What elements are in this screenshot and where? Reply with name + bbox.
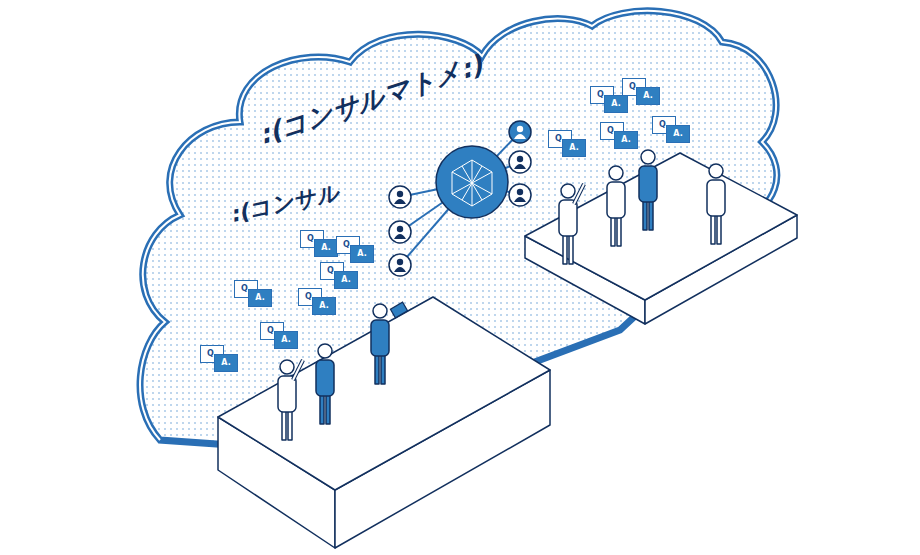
user-icon-head <box>397 191 403 197</box>
user-icon-body <box>514 134 526 139</box>
answer-card: A. <box>214 354 238 372</box>
answer-card: A. <box>334 271 358 289</box>
user-icon-body <box>394 234 406 239</box>
user-icon-body <box>394 199 406 204</box>
user-icon-body <box>514 197 526 202</box>
user-icon-head <box>517 126 523 132</box>
user-icons <box>389 121 531 276</box>
user-icon-head <box>397 226 403 232</box>
card-text: A. <box>281 336 290 344</box>
answer-card: A. <box>636 87 660 105</box>
user-icon <box>509 151 531 173</box>
card-text: A. <box>611 100 620 108</box>
card-text: A. <box>255 294 264 302</box>
answer-card: A. <box>248 289 272 307</box>
answer-card: A. <box>314 239 338 257</box>
user-icon <box>509 121 531 143</box>
user-icon-body <box>394 267 406 272</box>
user-icon-head <box>397 259 403 265</box>
user-icon-head <box>517 189 523 195</box>
card-text: A. <box>319 302 328 310</box>
person <box>559 184 584 264</box>
card-text: A. <box>221 359 230 367</box>
person <box>607 166 625 246</box>
network-lines <box>400 132 520 265</box>
user-icon <box>389 221 411 243</box>
card-text: A. <box>569 144 578 152</box>
card-text: A. <box>357 250 366 258</box>
person <box>639 150 657 230</box>
card-text: A. <box>621 136 630 144</box>
person <box>316 344 334 424</box>
user-icon <box>509 184 531 206</box>
answer-card: A. <box>604 95 628 113</box>
card-text: A. <box>673 130 682 138</box>
answer-card: A. <box>562 139 586 157</box>
answer-card: A. <box>614 131 638 149</box>
answer-card: A. <box>312 297 336 315</box>
user-icon-body <box>514 164 526 169</box>
card-text: A. <box>321 244 330 252</box>
answer-card: A. <box>274 331 298 349</box>
left-platform <box>218 297 550 548</box>
card-text: A. <box>643 92 652 100</box>
hub <box>436 146 508 218</box>
right-platform <box>525 153 797 324</box>
people <box>278 150 725 440</box>
answer-card: A. <box>350 245 374 263</box>
user-icon <box>389 254 411 276</box>
card-text: A. <box>341 276 350 284</box>
user-icon-head <box>517 156 523 162</box>
answer-card: A. <box>666 125 690 143</box>
user-icon <box>389 186 411 208</box>
tablet <box>390 302 407 318</box>
person <box>707 164 725 244</box>
person <box>371 304 389 384</box>
person <box>278 360 303 440</box>
